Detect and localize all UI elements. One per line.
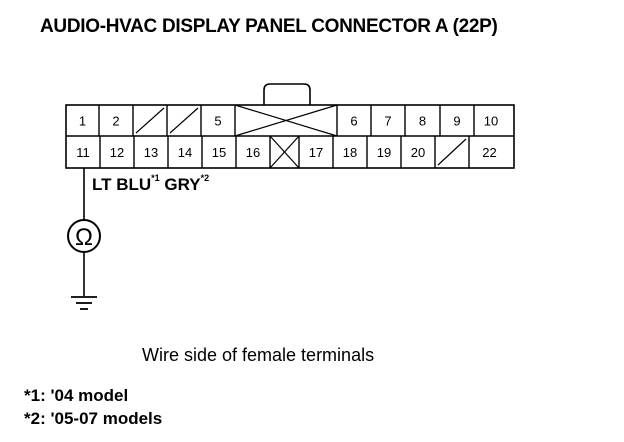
terminal-14: 14: [178, 145, 192, 160]
terminal-6: 6: [350, 114, 357, 129]
terminal-17: 17: [309, 145, 323, 160]
footnote-2: *2: '05-07 models: [24, 409, 163, 428]
terminal-11: 11: [76, 145, 90, 160]
terminal-7: 7: [384, 114, 391, 129]
footnote-1: *1: '04 model: [24, 386, 129, 405]
terminal-1: 1: [79, 114, 86, 129]
blank-cavity-mark: [269, 135, 300, 169]
wire-mark-1: *1: [151, 173, 160, 184]
terminal-10: 10: [484, 114, 498, 129]
terminal-5: 5: [214, 114, 221, 129]
view-caption: Wire side of female terminals: [142, 345, 375, 365]
ground-icon: [71, 296, 97, 310]
terminal-8: 8: [419, 114, 426, 129]
unused-cavity-mark: [135, 107, 165, 134]
terminal-9: 9: [453, 114, 460, 129]
terminal-18: 18: [343, 145, 357, 160]
unused-cavity-mark: [169, 107, 199, 134]
terminal-22: 22: [482, 145, 496, 160]
wire-color-2: GRY: [164, 175, 201, 194]
terminal-2: 2: [112, 114, 119, 129]
wire-color-1: LT BLU: [92, 175, 152, 194]
unused-cavity-mark: [437, 138, 467, 166]
blank-cavity-mark: [234, 104, 338, 137]
wire-mark-2: *2: [200, 173, 210, 184]
terminal-15: 15: [212, 145, 226, 160]
ohm-symbol: Ω: [75, 224, 93, 251]
diagram-title: AUDIO-HVAC DISPLAY PANEL CONNECTOR A (22…: [40, 16, 498, 37]
terminal-13: 13: [144, 145, 158, 160]
terminal-12: 12: [110, 145, 124, 160]
terminal-19: 19: [377, 145, 391, 160]
terminal-20: 20: [411, 145, 425, 160]
ohmmeter: Ω: [67, 168, 101, 310]
connector-lock-tab: [263, 83, 311, 105]
wire-color-label: LT BLU*1 GRY*2: [92, 173, 210, 195]
terminal-16: 16: [246, 145, 260, 160]
